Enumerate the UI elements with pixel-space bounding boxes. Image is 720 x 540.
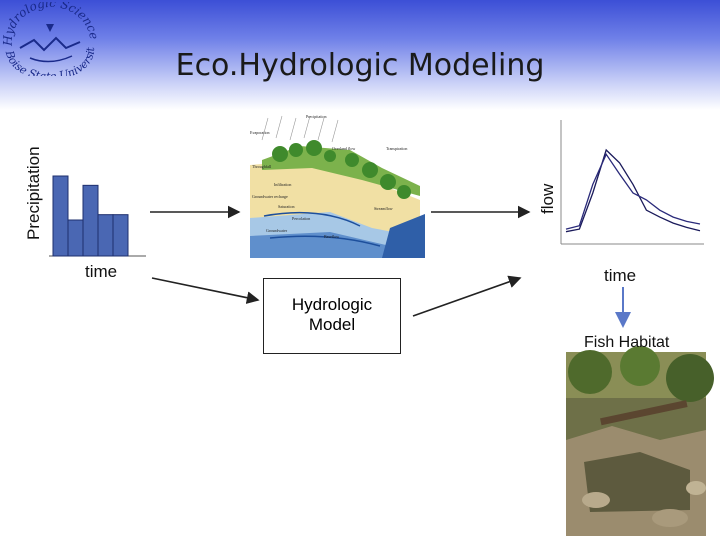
precip-bar [113, 215, 128, 256]
flow-hydrograph [561, 120, 704, 244]
cycle-label-streamflow: Streamflow [374, 206, 393, 211]
precip-bar [98, 215, 113, 256]
time-label-right: time [604, 266, 636, 286]
cycle-label-infiltration: Infiltration [274, 182, 291, 187]
model-box-line2: Model [264, 315, 400, 335]
precip-bar [53, 176, 68, 256]
arrow-model-to-time [413, 278, 520, 316]
precip-bar [83, 185, 98, 256]
hydrograph-line-2 [566, 154, 700, 229]
cycle-label-percolation: Percolation [292, 216, 310, 221]
model-box-line1: Hydrologic [264, 295, 400, 315]
hydrologic-model-box: Hydrologic Model [263, 278, 401, 354]
cycle-label-transpiration: Transpiration [386, 146, 407, 151]
cycle-label-groundwater: Groundwater [266, 228, 288, 233]
cycle-label-baseflow: Baseflow [324, 234, 339, 239]
arrow-time-to-model [152, 278, 258, 300]
cycle-label-overland-flow: Overland flow [332, 146, 355, 151]
fish-habitat-label: Fish Habitat [584, 334, 669, 352]
fish-habitat-photo [566, 346, 714, 536]
cycle-label-throughfall: Throughfall [252, 164, 272, 169]
precip-bar [68, 220, 83, 256]
cycle-label-saturation: Saturation [278, 204, 294, 209]
cycle-label-precipitation: Precipitation [306, 114, 326, 119]
time-label-left: time [85, 262, 117, 282]
cycle-label-evaporation: Evaporation [250, 130, 270, 135]
hydrologic-cycle-image: Precipitation Evaporation Transpiration … [248, 110, 428, 258]
cycle-label-groundwater-recharge: Groundwater recharge [252, 194, 288, 199]
precipitation-bar-chart [49, 176, 146, 256]
